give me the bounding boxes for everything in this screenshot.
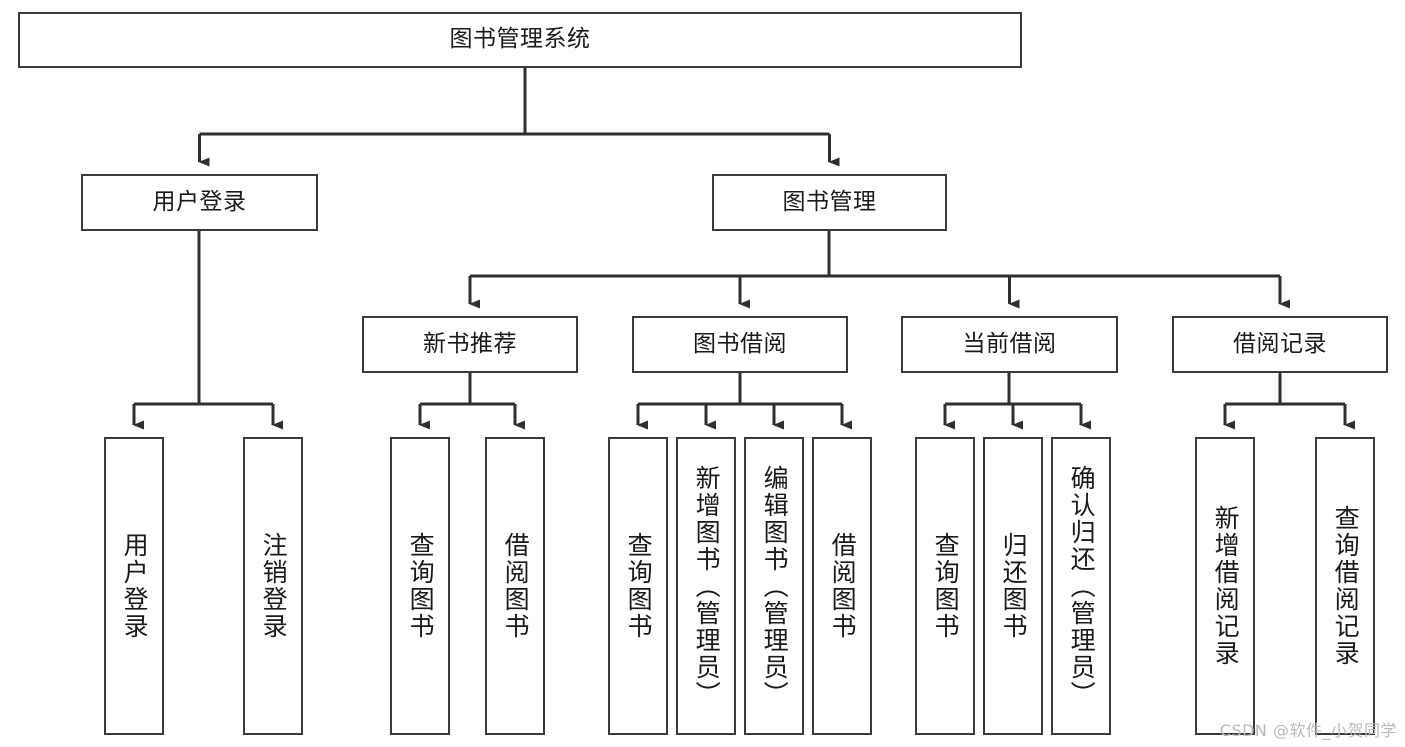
node-label-root: 图书管理系统	[449, 26, 591, 53]
node-leaf-add-book[interactable]: 新增图书（管理员）	[676, 437, 736, 735]
node-label-leaf-edit-book: 编辑图书（管理员）	[760, 464, 790, 708]
node-label-current-borrow: 当前借阅	[962, 330, 1057, 357]
node-leaf-query-book-2[interactable]: 查询图书	[608, 437, 668, 735]
node-leaf-query-book-3[interactable]: 查询图书	[915, 437, 975, 735]
node-label-borrow-record: 借阅记录	[1233, 330, 1327, 357]
node-leaf-confirm-return[interactable]: 确认归还（管理员）	[1051, 437, 1111, 735]
node-borrow-record[interactable]: 借阅记录	[1172, 316, 1388, 373]
node-leaf-edit-book[interactable]: 编辑图书（管理员）	[744, 437, 804, 735]
node-label-user-login: 用户登录	[152, 188, 247, 215]
node-label-leaf-logout: 注销登录	[259, 532, 289, 640]
node-leaf-return-book[interactable]: 归还图书	[983, 437, 1043, 735]
node-current-borrow[interactable]: 当前借阅	[901, 316, 1118, 373]
node-root[interactable]: 图书管理系统	[18, 12, 1022, 68]
node-label-leaf-query-record: 查询借阅记录	[1331, 505, 1361, 667]
node-label-book-mgmt: 图书管理	[782, 188, 877, 215]
node-book-mgmt[interactable]: 图书管理	[712, 174, 947, 231]
node-new-book-rec[interactable]: 新书推荐	[362, 316, 578, 373]
node-label-leaf-return-book: 归还图书	[999, 532, 1029, 640]
node-label-leaf-query-book-1: 查询图书	[406, 532, 436, 640]
node-label-book-borrow: 图书借阅	[693, 330, 787, 357]
node-label-new-book-rec: 新书推荐	[423, 330, 517, 357]
node-label-leaf-query-book-3: 查询图书	[931, 532, 961, 640]
node-label-leaf-add-book: 新增图书（管理员）	[692, 464, 722, 708]
node-leaf-borrow-book-2[interactable]: 借阅图书	[812, 437, 872, 735]
node-label-leaf-add-record: 新增借阅记录	[1211, 505, 1241, 667]
node-label-leaf-borrow-book-2: 借阅图书	[828, 532, 858, 640]
node-leaf-user-login[interactable]: 用户登录	[104, 437, 164, 735]
node-leaf-query-book-1[interactable]: 查询图书	[390, 437, 450, 735]
node-user-login[interactable]: 用户登录	[81, 174, 318, 231]
node-book-borrow[interactable]: 图书借阅	[632, 316, 848, 373]
node-leaf-add-record[interactable]: 新增借阅记录	[1195, 437, 1255, 735]
watermark: CSDN @软件_小贺同学	[1219, 721, 1397, 740]
node-leaf-logout[interactable]: 注销登录	[243, 437, 303, 735]
node-label-leaf-query-book-2: 查询图书	[624, 532, 654, 640]
node-label-leaf-confirm-return: 确认归还（管理员）	[1067, 464, 1097, 708]
node-leaf-query-record[interactable]: 查询借阅记录	[1315, 437, 1375, 735]
node-leaf-borrow-book-1[interactable]: 借阅图书	[485, 437, 545, 735]
node-label-leaf-borrow-book-1: 借阅图书	[501, 532, 531, 640]
node-label-leaf-user-login: 用户登录	[120, 532, 150, 640]
